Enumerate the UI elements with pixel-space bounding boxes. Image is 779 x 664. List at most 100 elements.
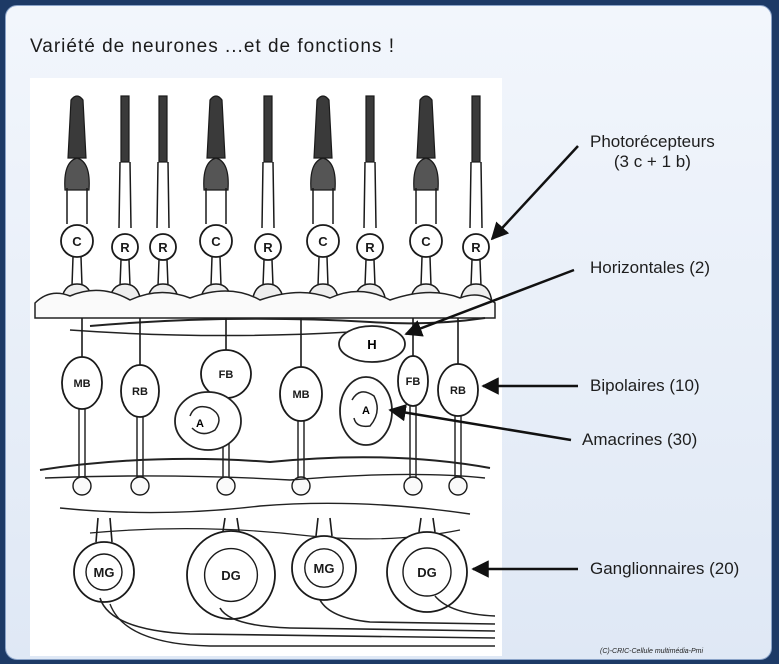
ganglion-layer: MG DG MG DG	[74, 518, 467, 619]
bipolar-letter: FB	[219, 369, 234, 381]
cone-inner-segment	[414, 158, 439, 190]
credit-text: (C)-CRIC-Cellule multimédia-Pmi	[600, 648, 703, 655]
rod-inner-segment	[119, 162, 131, 228]
rod-cell: R	[354, 96, 386, 303]
bipolar-terminal	[449, 477, 467, 495]
bipolar-terminal	[73, 477, 91, 495]
rod-letter: R	[263, 240, 273, 255]
horizontal-cell-letter: H	[367, 337, 376, 352]
rod-outer-segment	[121, 96, 129, 162]
rod-letter: R	[120, 240, 130, 255]
cone-letter: C	[211, 234, 221, 249]
rod-letter: R	[471, 240, 481, 255]
ganglion-dendrite	[316, 518, 332, 536]
bipolars-label: Bipolaires (10)	[590, 376, 700, 396]
cone-letter: C	[421, 234, 431, 249]
bipolar-axon	[455, 416, 461, 478]
ganglion-letter: DG	[221, 568, 241, 583]
bipolar-layer: MB RB FB MB FB RB	[62, 318, 478, 495]
inner-plexiform-band	[90, 529, 460, 539]
ganglion-cell: MG	[292, 518, 356, 600]
photoreceptors-label-line2: (3 c + 1 b)	[590, 152, 715, 172]
cone-letter: C	[72, 234, 82, 249]
ganglion-dendrite	[419, 518, 435, 532]
cone-axon	[421, 257, 431, 286]
inner-plexiform-band	[40, 457, 490, 470]
bipolar-letter: FB	[406, 376, 421, 388]
cone-axon	[211, 257, 221, 286]
ganglion-letter: MG	[314, 561, 335, 576]
ganglion-letter: DG	[417, 565, 437, 580]
horizontals-label: Horizontales (2)	[590, 258, 710, 278]
cone-outer-segment	[207, 96, 225, 158]
retina-drawing: C R R C R C R C R H MB RB FB MB FB RB A A	[30, 78, 502, 656]
bipolar-letter: RB	[132, 386, 148, 398]
cone-cell: C	[61, 96, 93, 303]
cone-inner-segment	[65, 158, 90, 190]
cone-inner-segment	[204, 158, 229, 190]
rod-cell: R	[147, 96, 179, 303]
outer-plexiform-layer: H	[35, 290, 495, 362]
cone-stalk	[416, 188, 436, 224]
inner-plexiform-band	[60, 503, 470, 514]
rod-outer-segment	[366, 96, 374, 162]
cone-outer-segment	[68, 96, 86, 158]
rod-letter: R	[365, 240, 375, 255]
rod-outer-segment	[264, 96, 272, 162]
cone-stalk	[313, 188, 333, 224]
rod-axon	[365, 260, 375, 286]
horizontal-cell-process	[90, 318, 485, 326]
bipolar-axon	[137, 417, 143, 478]
retina-drawing-panel: C R R C R C R C R H MB RB FB MB FB RB A A	[30, 78, 502, 656]
rod-inner-segment	[470, 162, 482, 228]
cone-axon	[72, 257, 82, 286]
bipolar-letter: RB	[450, 385, 466, 397]
cone-stalk	[206, 188, 226, 224]
bipolar-axon	[298, 421, 304, 478]
bipolar-terminal	[131, 477, 149, 495]
rod-inner-segment	[262, 162, 274, 228]
amacrine-cell-letter: A	[196, 418, 204, 430]
cone-inner-segment	[311, 158, 336, 190]
bipolar-cell: MB	[62, 318, 102, 495]
cone-axon	[318, 257, 328, 286]
photoreceptors-label-line1: Photorécepteurs	[590, 132, 715, 152]
rod-letter: R	[158, 240, 168, 255]
diagram-frame: Variété de neurones ...et de fonctions !…	[5, 5, 772, 660]
cone-cell: C	[410, 96, 442, 303]
bipolar-cell: RB	[121, 318, 159, 495]
amacrines-label: Amacrines (30)	[582, 430, 697, 450]
ganglions-label: Ganglionnaires (20)	[590, 559, 739, 579]
ganglion-letter: MG	[94, 565, 115, 580]
cone-cell: C	[307, 96, 339, 303]
cone-letter: C	[318, 234, 328, 249]
rod-axon	[120, 260, 130, 286]
rod-axon	[263, 260, 273, 286]
cone-cell: C	[200, 96, 232, 303]
rod-cell: R	[109, 96, 141, 303]
bipolar-cell: MB	[280, 318, 322, 495]
bipolar-terminal	[217, 477, 235, 495]
rod-inner-segment	[364, 162, 376, 228]
bipolar-letter: MB	[73, 378, 90, 390]
ganglion-cell: DG	[387, 518, 467, 612]
bipolar-axon	[79, 409, 85, 478]
rod-outer-segment	[159, 96, 167, 162]
amacrine-cell-letter: A	[362, 405, 370, 417]
rod-cell: R	[460, 96, 492, 303]
rod-inner-segment	[157, 162, 169, 228]
ganglion-dendrite	[96, 518, 112, 542]
horizontal-cell-process	[70, 330, 350, 336]
rod-outer-segment	[472, 96, 480, 162]
cone-outer-segment	[314, 96, 332, 158]
bipolar-terminal	[404, 477, 422, 495]
inner-plexiform-layer	[40, 457, 490, 539]
cone-outer-segment	[417, 96, 435, 158]
bipolar-letter: MB	[292, 389, 309, 401]
rod-axon	[471, 260, 481, 286]
amacrine-cell-body	[175, 392, 241, 450]
ganglion-cell: DG	[187, 518, 275, 619]
cone-stalk	[67, 188, 87, 224]
rod-cell: R	[252, 96, 284, 303]
